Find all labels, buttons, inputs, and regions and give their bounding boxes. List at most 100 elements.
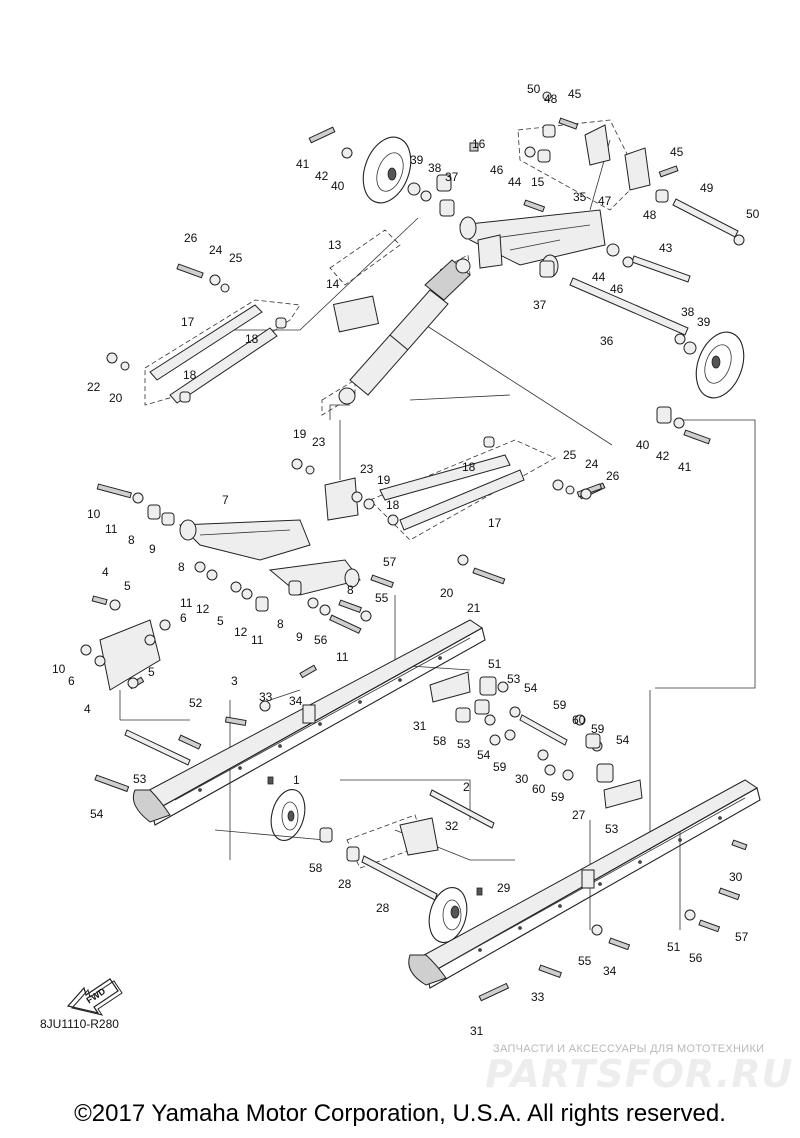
callout: 49 [700, 181, 714, 195]
left-slide-rail [132, 619, 486, 826]
callout: 19 [377, 473, 391, 487]
callout: 26 [606, 469, 620, 483]
callout: 51 [667, 940, 681, 954]
callout: 18 [183, 368, 197, 382]
callout: 20 [109, 391, 123, 405]
assembly-guide-lines [119, 139, 756, 930]
callout: 25 [229, 251, 243, 265]
callout: 30 [515, 772, 529, 786]
callout: 5 [124, 579, 131, 593]
callout: 44 [592, 270, 606, 284]
callout: 15 [531, 175, 545, 189]
watermark-tagline: ЗАПЧАСТИ И АКСЕССУАРЫ ДЛЯ МОТОТЕХНИКИ [493, 1043, 765, 1055]
callout: 40 [636, 438, 650, 452]
callout: 28 [376, 901, 390, 915]
callout: 48 [643, 208, 657, 222]
callout: 52 [189, 696, 203, 710]
callout: 19 [293, 427, 307, 441]
copyright-notice: ©2017 Yamaha Motor Corporation, U.S.A. A… [74, 1100, 726, 1127]
callout: 24 [209, 243, 223, 257]
callout: 29 [497, 881, 511, 895]
upper-left-idler-wheel [362, 136, 412, 204]
callout: 45 [568, 87, 582, 101]
small-hardware [80, 91, 748, 1002]
callout: 48 [544, 92, 558, 106]
callout: 17 [488, 516, 502, 530]
callout: 22 [87, 380, 101, 394]
callout: 47 [598, 194, 612, 208]
callout: 55 [375, 591, 389, 605]
callout: 54 [477, 748, 491, 762]
lower-right-idler-wheel [428, 887, 468, 943]
callout: 58 [433, 734, 447, 748]
callout: 25 [563, 448, 577, 462]
callout: 53 [605, 822, 619, 836]
callout: 1 [293, 773, 300, 787]
callout: 10 [87, 507, 101, 521]
callout: 12 [196, 602, 210, 616]
callout: 17 [181, 315, 195, 329]
callout: 59 [553, 698, 567, 712]
callout: 5 [217, 614, 224, 628]
callout: 18 [386, 498, 400, 512]
callout: 54 [90, 807, 104, 821]
callout: 9 [149, 542, 156, 556]
brackets [99, 124, 651, 856]
callout: 3 [231, 674, 238, 688]
callout: 46 [610, 282, 624, 296]
callout: 35 [573, 190, 587, 204]
callout: 13 [328, 238, 342, 252]
callout: 23 [360, 462, 374, 476]
callout: 5 [148, 665, 155, 679]
callout: 11 [251, 633, 264, 647]
callout: 31 [470, 1024, 484, 1038]
callout: 7 [222, 493, 229, 507]
callout: 33 [531, 990, 545, 1004]
callout: 2 [463, 780, 470, 794]
callout: 42 [315, 169, 329, 183]
callout: 8 [277, 617, 284, 631]
callout: 24 [585, 457, 599, 471]
forward-direction-arrow: FWD [66, 978, 123, 1016]
callout: 42 [656, 449, 670, 463]
callout: 31 [413, 719, 427, 733]
callout: 60 [572, 713, 586, 727]
link-bars [149, 304, 525, 531]
callout: 41 [678, 460, 692, 474]
callout: 59 [591, 722, 605, 736]
callout: 51 [488, 657, 502, 671]
callout: 11 [180, 596, 193, 610]
watermark-logo: PARTSFOR.RU [485, 1052, 794, 1096]
callout: 4 [84, 702, 91, 716]
callout: 6 [180, 611, 187, 625]
callout: 27 [572, 808, 586, 822]
callout: 12 [234, 625, 248, 639]
callout: 39 [697, 315, 711, 329]
callout: 21 [467, 601, 481, 615]
callout: 53 [133, 772, 147, 786]
callout: 4 [102, 565, 109, 579]
callout: 18 [245, 332, 259, 346]
callout: 28 [338, 877, 352, 891]
callout: 41 [296, 157, 310, 171]
callout: 26 [184, 231, 198, 245]
callout: 56 [689, 951, 703, 965]
callout: 37 [445, 170, 459, 184]
callout: 58 [309, 861, 323, 875]
lower-left-idler-wheel [270, 788, 306, 842]
callout: 23 [312, 435, 326, 449]
front-arm [178, 519, 361, 596]
callout: 14 [326, 277, 340, 291]
callout: 33 [259, 690, 273, 704]
callout: 6 [68, 674, 75, 688]
right-slide-rail [408, 779, 761, 989]
callout: 39 [410, 153, 424, 167]
callout: 8 [347, 583, 354, 597]
callout: 43 [659, 241, 673, 255]
callout: 44 [508, 175, 522, 189]
callout: 50 [746, 207, 760, 221]
callout: 16 [472, 137, 486, 151]
callout: 53 [457, 737, 471, 751]
callout: 8 [128, 533, 135, 547]
